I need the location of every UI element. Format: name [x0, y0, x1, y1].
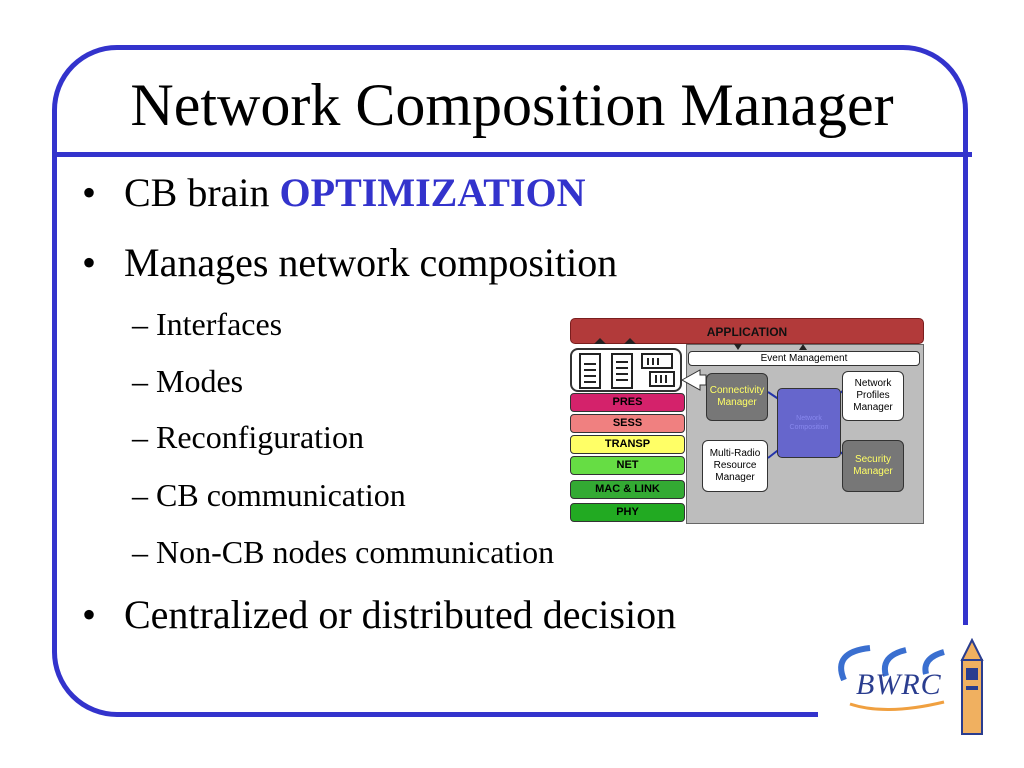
sub-bullet-reconfiguration: – Reconfiguration: [132, 419, 364, 455]
bullet-optimization: • CB brain OPTIMIZATION: [82, 170, 586, 216]
layer-net: NET: [570, 456, 685, 475]
layer-sess: SESS: [570, 414, 685, 433]
slide-frame: [52, 45, 968, 717]
layer-transp: TRANSP: [570, 435, 685, 454]
sub-bullet-modes: – Modes: [132, 363, 244, 399]
multi-radio-resource-manager-node: Multi-Radio Resource Manager: [702, 440, 768, 492]
bullet-highlight: OPTIMIZATION: [279, 170, 586, 215]
bullet-centralized: • Centralized or distributed decision: [82, 592, 676, 638]
logo-graphic: [838, 638, 984, 735]
architecture-diagram: APPLICATION Event Management: [566, 318, 924, 526]
logo-text: BWRC: [856, 668, 942, 701]
bullet-symbol: •: [82, 170, 97, 215]
sub-bullet-non-cb: – Non-CB nodes communication: [132, 534, 555, 570]
layer-phy: PHY: [570, 503, 685, 522]
bullet-text: Centralized or distributed decision: [124, 592, 677, 637]
slide-title: Network Composition Manager: [130, 72, 894, 138]
title-divider: [52, 152, 972, 157]
network-profiles-manager-node: Network Profiles Manager: [842, 371, 904, 421]
bullet-symbol: •: [82, 592, 97, 637]
frame-corner-gap: [818, 625, 1024, 768]
network-composition-node: Network Composition: [777, 388, 841, 458]
layer-mac-link: MAC & LINK: [570, 480, 685, 499]
bwrc-logo: BWRC: [826, 638, 996, 738]
security-manager-node: Security Manager: [842, 440, 904, 492]
bullet-symbol: •: [82, 240, 97, 285]
connectivity-manager-node: Connectivity Manager: [706, 373, 768, 421]
interfaces-icon-box: [570, 348, 682, 392]
event-management-bar: Event Management: [688, 351, 920, 366]
device-icons: [579, 353, 675, 389]
bullet-text: CB brain: [124, 170, 280, 215]
bullet-text: Manages network composition: [124, 240, 618, 285]
sub-bullet-interfaces: – Interfaces: [132, 306, 283, 342]
layer-pres: PRES: [570, 393, 685, 412]
sub-bullet-cb-communication: – CB communication: [132, 477, 406, 513]
bullet-manages: • Manages network composition: [82, 240, 617, 286]
